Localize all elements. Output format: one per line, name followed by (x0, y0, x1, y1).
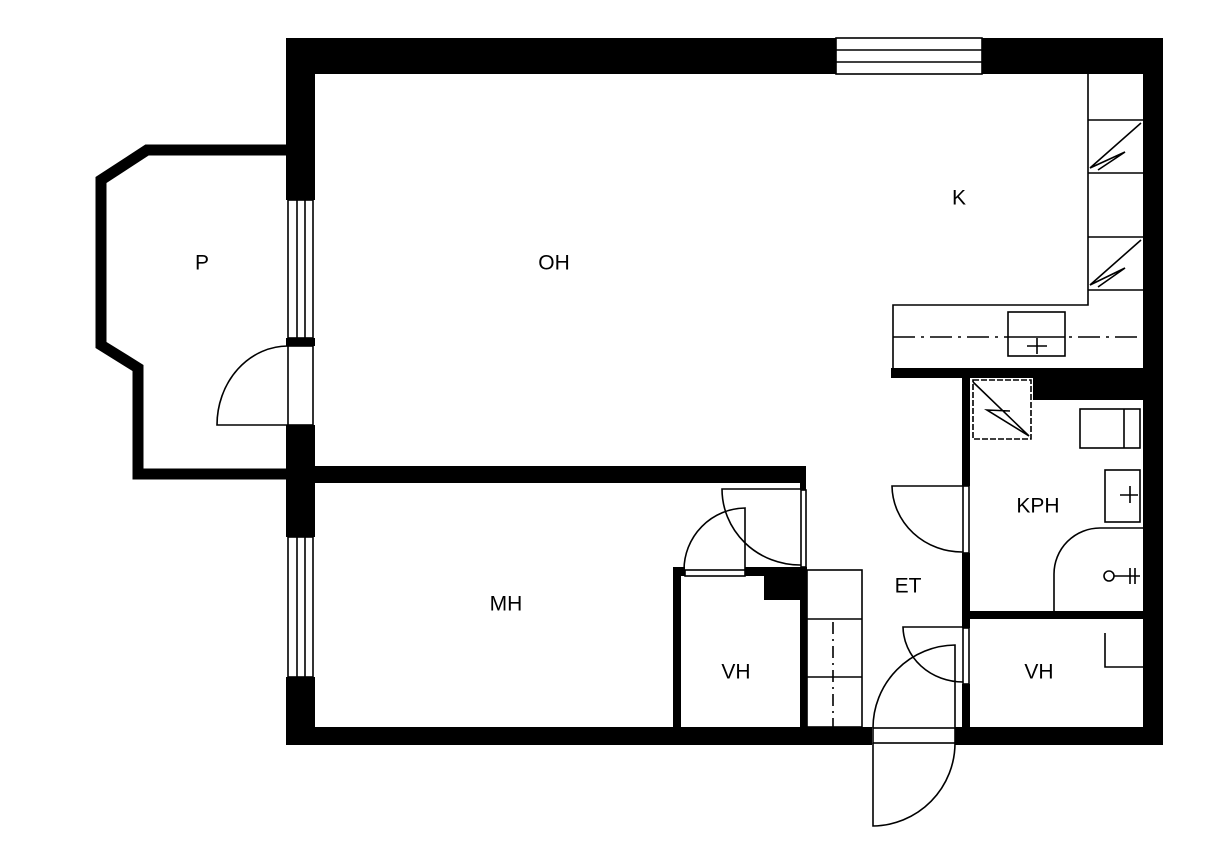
room-label-bathroom: KPH (1016, 495, 1059, 518)
bathroom-fixtures (972, 379, 1143, 668)
room-label-living-room: OH (538, 252, 570, 275)
kitchen-sink-icon (1007, 311, 1066, 357)
room-label-closet-left: VH (721, 661, 750, 684)
room-label-hallway: ET (895, 575, 922, 598)
balcony-door (216, 345, 314, 426)
hallway-wardrobe (806, 569, 863, 728)
room-label-closet-right: VH (1024, 661, 1053, 684)
interior-walls (286, 368, 1143, 727)
room-label-bedroom: MH (490, 593, 523, 616)
balcony-wall (95, 144, 290, 480)
room-label-kitchen: K (952, 187, 966, 210)
room-label-balcony: P (195, 252, 209, 275)
window-top (835, 37, 983, 75)
window-living (287, 199, 314, 339)
outer-walls (286, 38, 1163, 745)
doors (683, 485, 970, 827)
window-bedroom (287, 536, 314, 678)
